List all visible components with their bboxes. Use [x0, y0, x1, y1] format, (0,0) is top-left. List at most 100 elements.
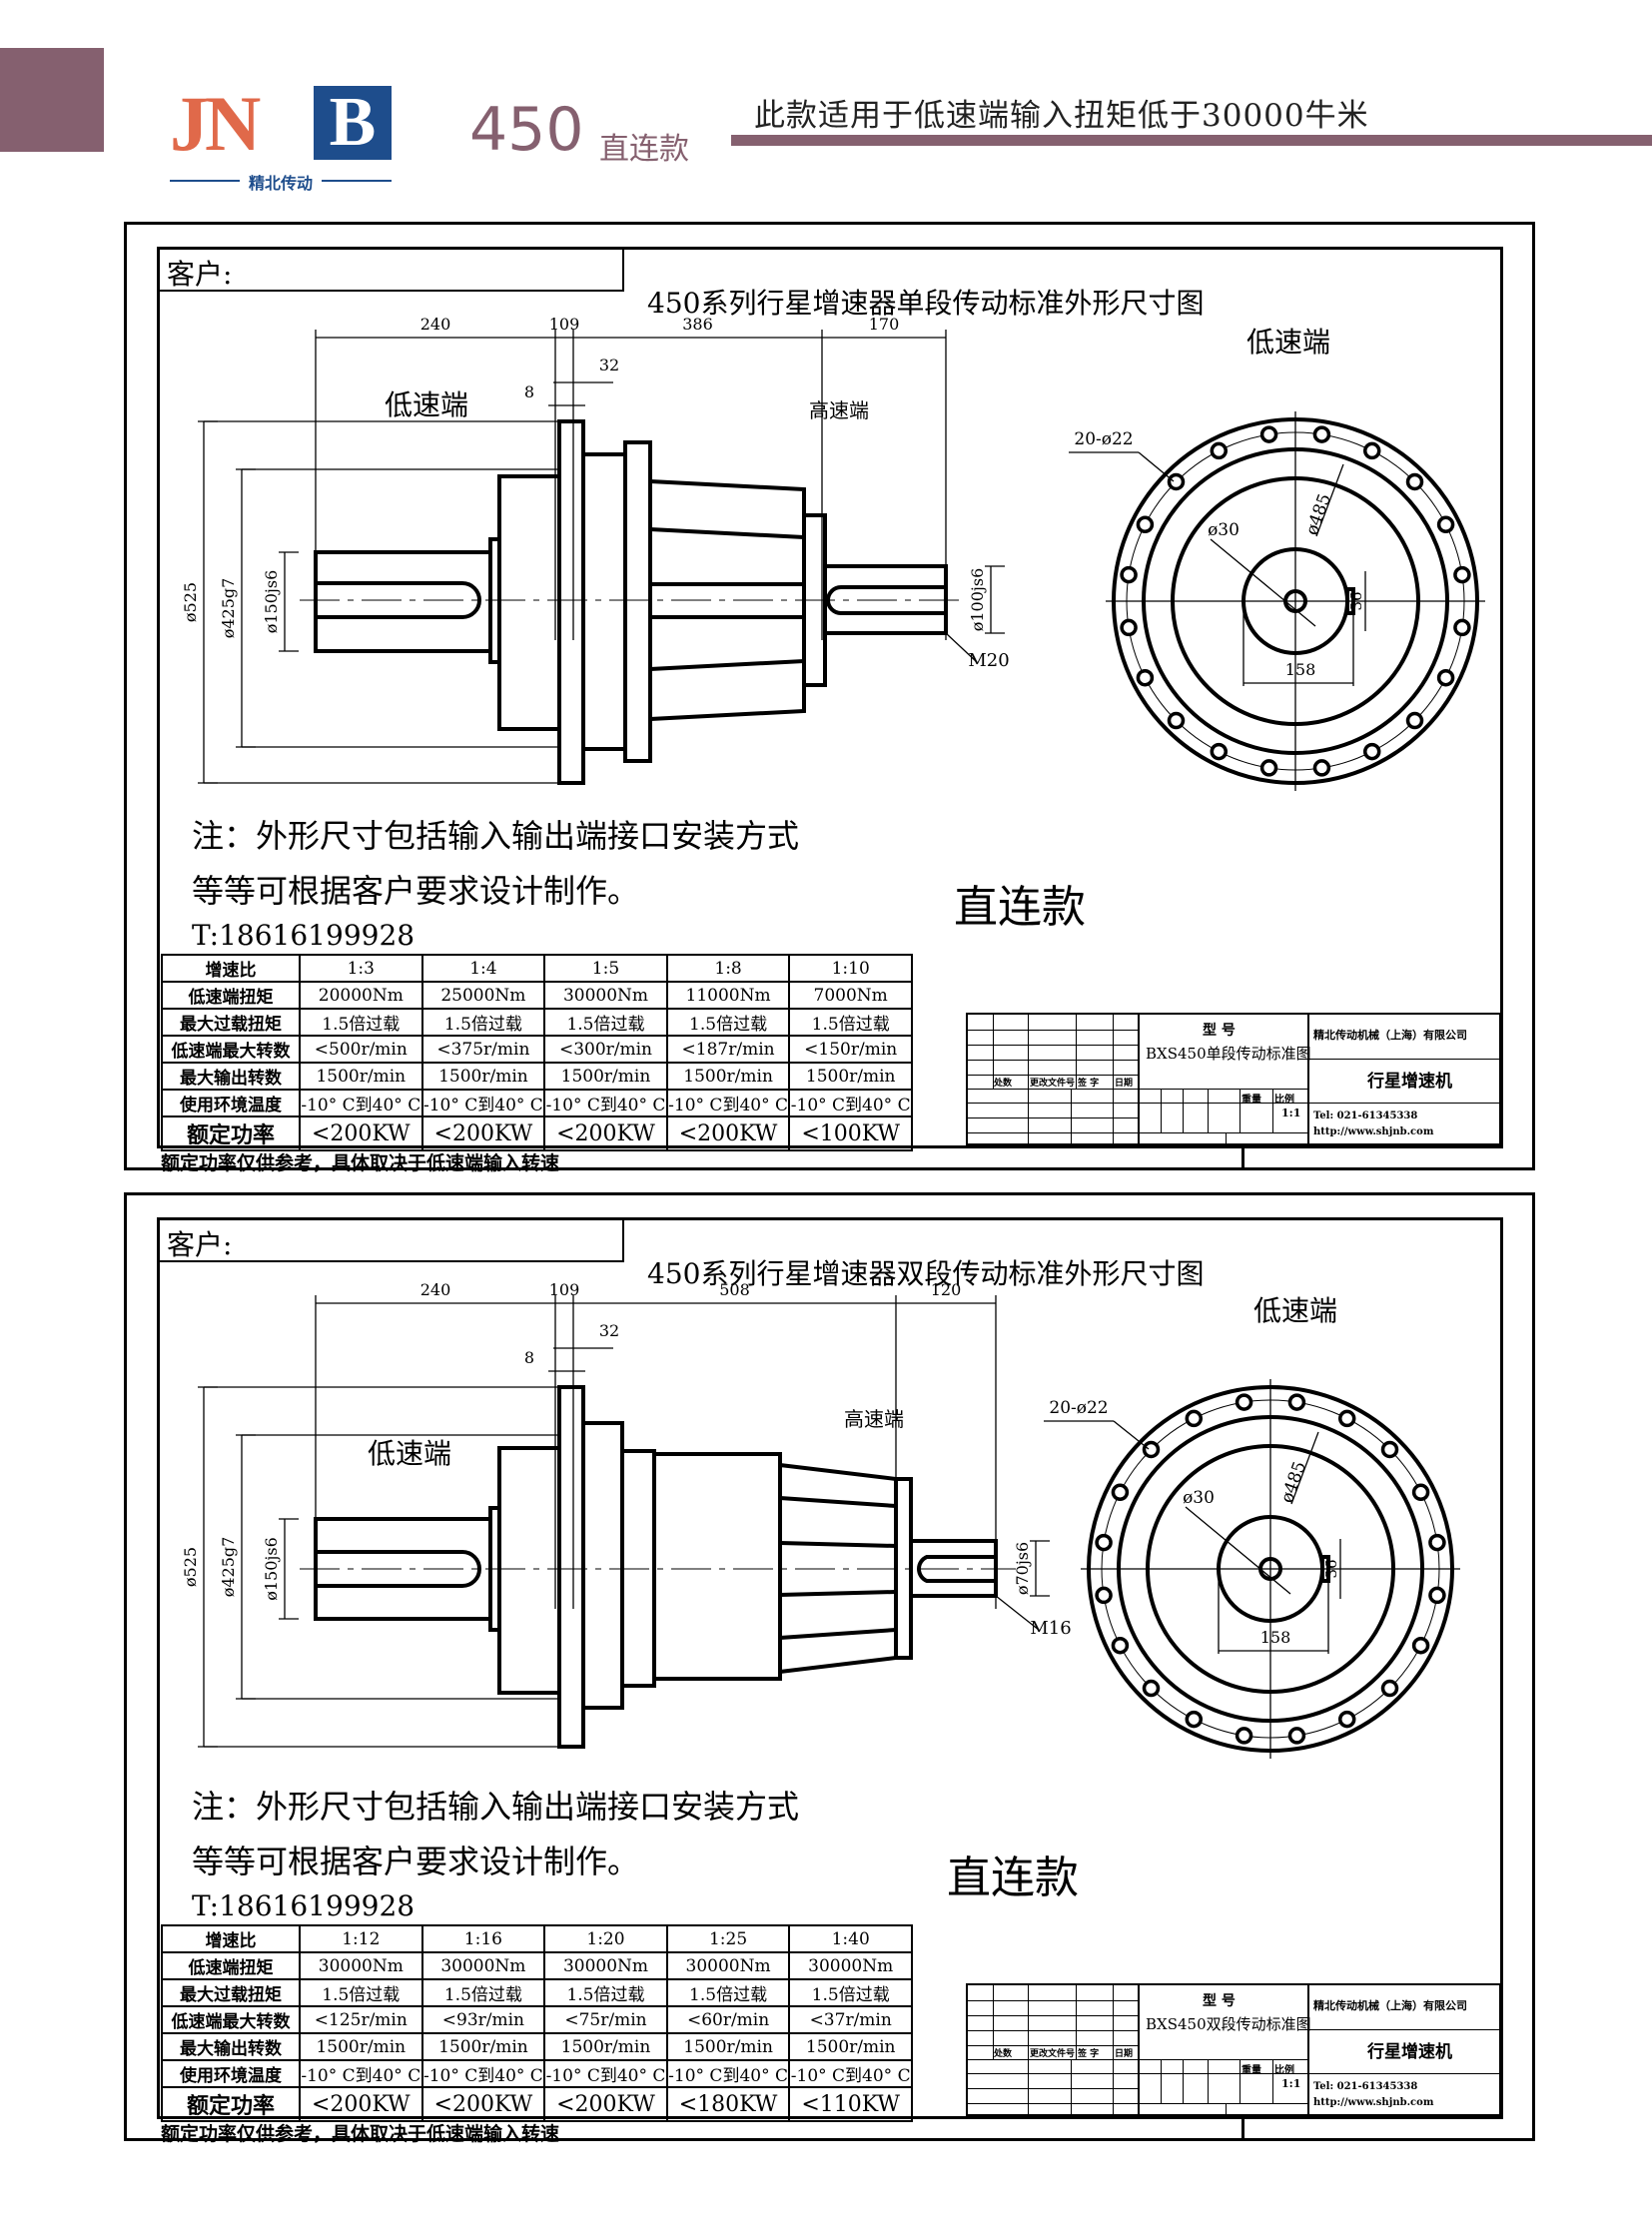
- rev-header: 签 字: [1078, 2049, 1100, 2059]
- row-header: 额定功率: [161, 1115, 301, 1151]
- table-cell: -10° C到40° C: [420, 2059, 546, 2088]
- table-cell: -10° C到40° C: [543, 2059, 668, 2088]
- row-header: 增速比: [161, 954, 301, 983]
- table-cell: <93r/min: [420, 2005, 546, 2034]
- table-cell: 20000Nm: [299, 981, 423, 1010]
- row-header: 使用环境温度: [161, 1089, 301, 1117]
- drawing-name: BXS450单段传动标准图: [1146, 1045, 1311, 1063]
- table-row: 低速端最大转数<125r/min<93r/min<75r/min<60r/min…: [161, 2005, 913, 2034]
- logo-subtitle: 精北传动: [170, 170, 392, 194]
- model-label: 型 号: [1203, 1993, 1236, 2009]
- table-cell: 1.5倍过载: [420, 1978, 546, 2007]
- table-cell: 30000Nm: [665, 1951, 791, 1980]
- title-block-line: [968, 1045, 1138, 1046]
- title-block-line: [1161, 2059, 1162, 2103]
- weight-label: 重量: [1241, 1095, 1261, 1106]
- table-cell: 30000Nm: [788, 1951, 913, 1980]
- table-cell: -10° C到40° C: [299, 1089, 423, 1117]
- title-block-line: [968, 1060, 1138, 1061]
- table-cell: <200KW: [420, 1115, 546, 1151]
- table-cell: 1.5倍过载: [543, 1008, 668, 1037]
- table-cell: 1.5倍过载: [543, 1978, 668, 2007]
- table-cell: 1:8: [665, 954, 791, 983]
- title-block-line: [968, 1132, 1138, 1133]
- table-cell: <200KW: [299, 1115, 423, 1151]
- title-block-line: [1113, 1985, 1114, 2059]
- table-cell: 1.5倍过载: [299, 1008, 423, 1037]
- table-row: 额定功率<200KW<200KW<200KW<180KW<110KW: [161, 2086, 913, 2122]
- table-cell: 7000Nm: [788, 981, 913, 1010]
- table-row: 使用环境温度-10° C到40° C-10° C到40° C-10° C到40°…: [161, 1089, 913, 1117]
- row-header: 增速比: [161, 1924, 301, 1953]
- title-block-line: [968, 2030, 1138, 2031]
- title-block-line: [1138, 1015, 1140, 1147]
- table-cell: <37r/min: [788, 2005, 913, 2034]
- row-header: 使用环境温度: [161, 2059, 301, 2088]
- table-cell: <180KW: [665, 2086, 791, 2122]
- table-row: 额定功率<200KW<200KW<200KW<200KW<100KW: [161, 1115, 913, 1151]
- title-block-line: [968, 2088, 1138, 2089]
- title-block-line: [1272, 1089, 1273, 1132]
- title-block-line: [1028, 1089, 1029, 1147]
- drawing-panel: [124, 1192, 1535, 2141]
- table-cell: -10° C到40° C: [420, 1089, 546, 1117]
- title-block-line: [968, 2073, 1138, 2074]
- title-block-line: [1076, 1015, 1077, 1089]
- table-cell: 1.5倍过载: [788, 1008, 913, 1037]
- table-cell: 1.5倍过载: [665, 1008, 791, 1037]
- table-cell: 30000Nm: [543, 981, 668, 1010]
- row-header: 最大过载扭矩: [161, 1008, 301, 1037]
- scale-label: 比例: [1274, 2065, 1294, 2076]
- frame-tick: [1241, 2116, 1244, 2141]
- title-block-line: [1076, 1985, 1077, 2059]
- company-tel: Tel: 021-61345338: [1313, 2081, 1418, 2092]
- table-cell: <110KW: [788, 2086, 913, 2122]
- table-cell: <187r/min: [665, 1035, 791, 1064]
- table-cell: 1:25: [665, 1924, 791, 1953]
- title-block-line: [968, 2015, 1138, 2016]
- note-line: 等等可根据客户要求设计制作。: [192, 1843, 640, 1880]
- title-block-line: [1239, 1089, 1240, 1132]
- table-cell: 1500r/min: [420, 2032, 546, 2061]
- title-block-line: [1208, 1089, 1209, 1132]
- header-rule: [731, 135, 1652, 146]
- table-row: 低速端最大转数<500r/min<375r/min<300r/min<187r/…: [161, 1035, 913, 1064]
- table-cell: 1500r/min: [543, 2032, 668, 2061]
- model-number: 450: [469, 95, 584, 165]
- title-block-line: [993, 1015, 994, 1089]
- title-block-line: [1138, 1089, 1307, 1090]
- customer-field[interactable]: 客户:: [157, 247, 624, 292]
- title-block-line: [968, 2045, 1138, 2046]
- table-cell: <125r/min: [299, 2005, 423, 2034]
- table-cell: 1:20: [543, 1924, 668, 1953]
- title-block-line: [968, 1117, 1138, 1118]
- customer-field[interactable]: 客户:: [157, 1217, 624, 1262]
- table-row: 使用环境温度-10° C到40° C-10° C到40° C-10° C到40°…: [161, 2059, 913, 2088]
- table-cell: 30000Nm: [543, 1951, 668, 1980]
- table-cell: <200KW: [420, 2086, 546, 2122]
- title-block-line: [1183, 1089, 1184, 1132]
- company-logo: JN B 精北传动: [170, 82, 392, 194]
- table-cell: <75r/min: [543, 2005, 668, 2034]
- table-cell: 1.5倍过载: [420, 1008, 546, 1037]
- rev-header: 更改文件号: [1030, 2049, 1076, 2059]
- table-cell: 1.5倍过载: [788, 1978, 913, 2007]
- title-block-line: [1138, 2073, 1307, 2074]
- company-tel: Tel: 021-61345338: [1313, 1111, 1418, 1121]
- table-cell: 30000Nm: [299, 1951, 423, 1980]
- title-block-line: [1138, 2059, 1307, 2060]
- company-name: 精北传动机械（上海）有限公司: [1313, 1029, 1467, 1042]
- header-accent-block: [0, 48, 104, 152]
- table-cell: 1500r/min: [788, 1062, 913, 1091]
- table-cell: <60r/min: [665, 2005, 791, 2034]
- table-cell: <200KW: [665, 1115, 791, 1151]
- drawing-title: 450系列行星增速器双段传动标准外形尺寸图: [647, 1257, 1205, 1290]
- table-cell: 1:5: [543, 954, 668, 983]
- table-cell: 1500r/min: [788, 2032, 913, 2061]
- table-cell: 1500r/min: [665, 2032, 791, 2061]
